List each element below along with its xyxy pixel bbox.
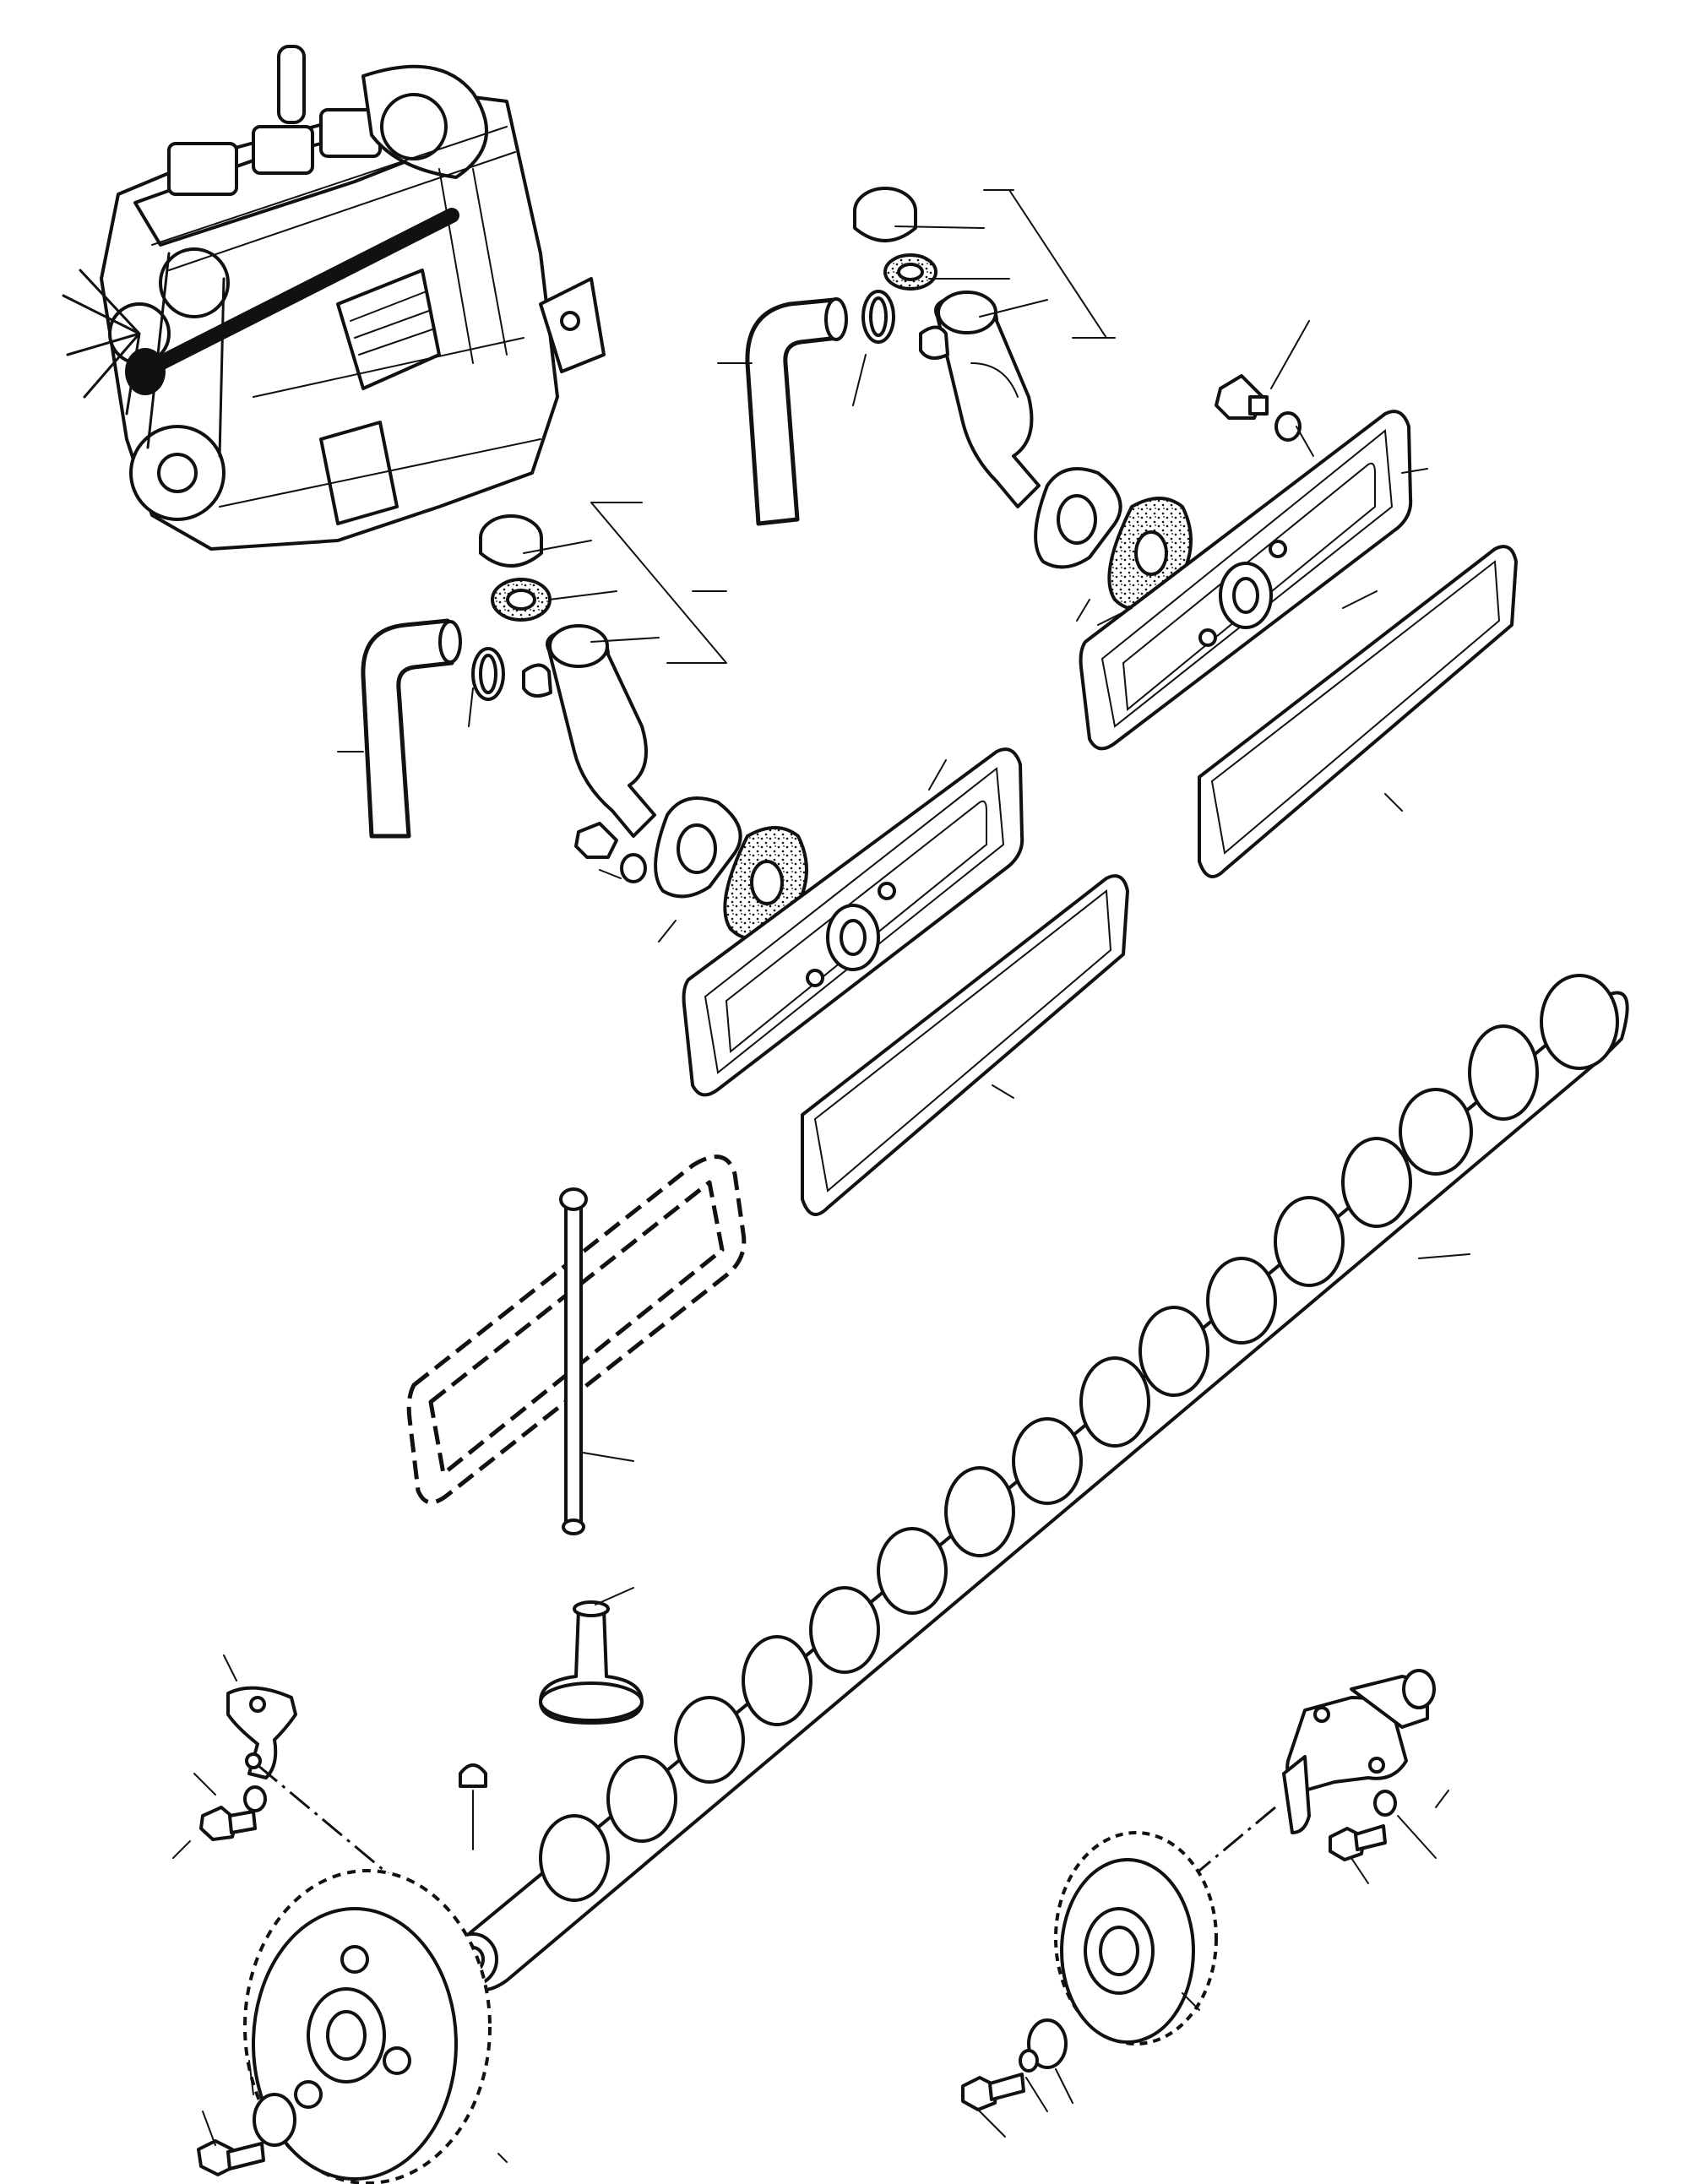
- tappet-cover-gasket-upper: [1198, 545, 1518, 878]
- lower-tappet-cover-assembly: [337, 502, 1129, 1216]
- reference-gasket-outline: [406, 1154, 747, 1505]
- gear-washer: [253, 2093, 296, 2147]
- idler-gear-washer: [1027, 2018, 1068, 2069]
- woodruff-key: [459, 1763, 487, 1788]
- cover-washer-lower: [620, 853, 647, 883]
- idler-gear-bolt: [961, 2076, 998, 2111]
- push-rod-and-tappet: [406, 1154, 747, 1725]
- upper-tappet-cover-assembly: [717, 187, 1518, 878]
- breather-hose-upper: [745, 297, 840, 526]
- tappet-cover-gasket-lower: [801, 874, 1129, 1216]
- idler-gear-assembly: [961, 1669, 1449, 2138]
- breather-hose-lower: [361, 618, 454, 839]
- thrust-plate-washer: [243, 1785, 267, 1812]
- thrust-plate-bolt: [199, 1806, 238, 1841]
- thrust-plate-assembly: [172, 1654, 474, 1936]
- idler-shaft-washer: [1373, 1790, 1397, 1817]
- camshaft: [448, 974, 1629, 1992]
- engine-overview-illustration: [62, 45, 606, 551]
- camshaft-gear: [197, 1869, 508, 2184]
- cam-lobes: [539, 974, 1619, 1902]
- cover-bolt-lower: [574, 822, 618, 859]
- cover-washer-upper: [1274, 411, 1302, 442]
- camshaft-highlight: [136, 208, 459, 379]
- fan-icon: [62, 269, 171, 416]
- thrust-plate: [226, 1686, 297, 1779]
- push-rod: [564, 1198, 583, 1530]
